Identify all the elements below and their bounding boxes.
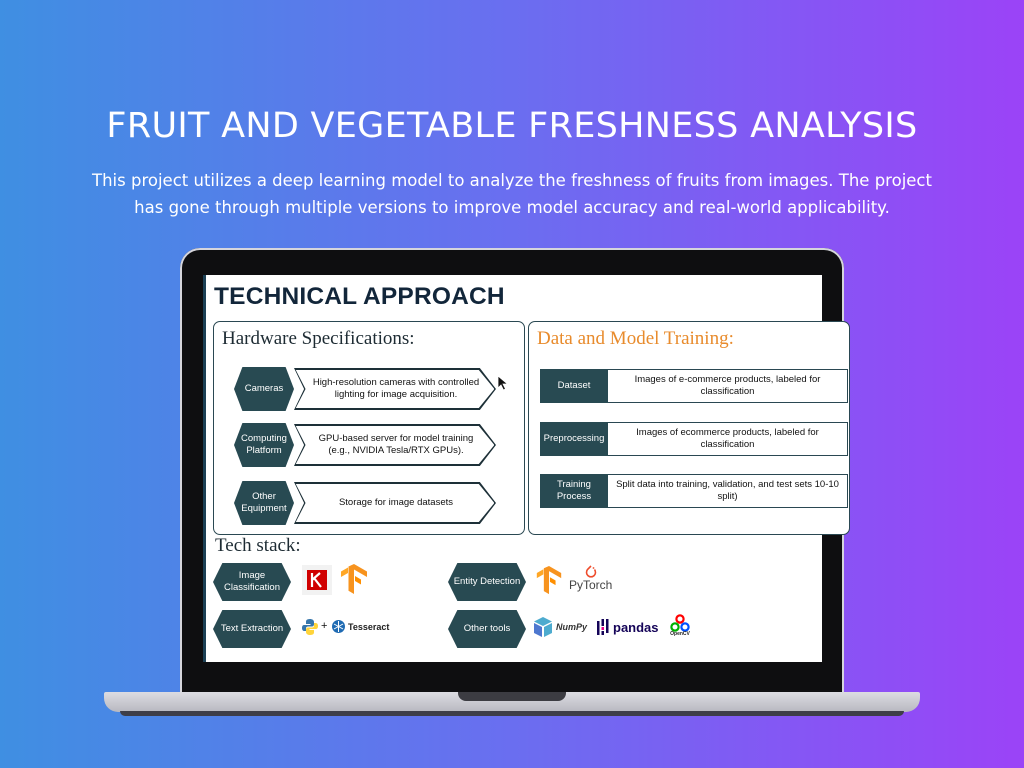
plus-sign: + — [321, 620, 328, 632]
hardware-heading: Hardware Specifications: — [222, 328, 415, 349]
dm-label-training-process: Training Process — [540, 474, 608, 508]
laptop-base — [104, 692, 920, 712]
dm-value-training-process: Split data into training, validation, an… — [608, 474, 848, 508]
numpy-label: NumPy — [556, 622, 588, 632]
dm-label-dataset: Dataset — [540, 369, 608, 403]
pytorch-label: PyTorch — [569, 578, 613, 592]
data-model-box: Data and Model Training: Dataset Images … — [528, 321, 850, 535]
hw-value-text: GPU-based server for model training (e.g… — [318, 432, 474, 456]
hw-label-cameras: Cameras — [234, 367, 294, 411]
hw-label-computing-platform: Computing Platform — [234, 423, 294, 467]
hw-label-other-equipment: Other Equipment — [234, 481, 294, 525]
hw-value-text: High-resolution cameras with controlled … — [312, 376, 480, 400]
hw-value-computing-platform: GPU-based server for model training (e.g… — [294, 424, 496, 466]
hw-value-other-equipment: Storage for image datasets — [294, 482, 496, 524]
dm-label-preprocessing: Preprocessing — [540, 422, 608, 456]
tesseract-label: Tesseract — [348, 621, 390, 632]
tech-label-text-extraction: Text Extraction — [213, 610, 291, 648]
slide-title: TECHNICAL APPROACH — [214, 283, 505, 310]
laptop-screen: TECHNICAL APPROACH Hardware Specificatio… — [203, 275, 850, 662]
page-title: FRUIT AND VEGETABLE FRESHNESS ANALYSIS — [106, 106, 918, 146]
tesseract-logo-icon: Tesseract — [331, 619, 389, 634]
screen-left-edge — [203, 275, 206, 662]
data-model-heading: Data and Model Training: — [537, 328, 734, 349]
keras-logo-icon — [301, 564, 333, 596]
mouse-cursor-icon — [497, 375, 509, 396]
pytorch-logo-icon: PyTorch — [569, 565, 612, 592]
opencv-label: OpenCV — [670, 631, 690, 637]
hw-value-cameras: High-resolution cameras with controlled … — [294, 368, 496, 410]
pandas-label: pandas — [613, 619, 659, 635]
pandas-logo-icon: pandas — [596, 618, 659, 636]
tech-label-other-tools: Other tools — [448, 610, 526, 648]
hw-value-text: Storage for image datasets — [338, 496, 454, 508]
hardware-specs-box: Hardware Specifications: Cameras High-re… — [213, 321, 525, 535]
laptop-notch — [458, 692, 566, 701]
tech-label-entity-detection: Entity Detection — [448, 563, 526, 601]
tensorflow-logo-icon-2 — [534, 564, 564, 596]
laptop-foot — [120, 711, 904, 716]
python-logo-icon — [301, 618, 319, 636]
numpy-logo-icon: NumPy — [533, 616, 587, 638]
tensorflow-logo-icon — [338, 562, 370, 596]
tech-label-image-classification: Image Classification — [213, 563, 291, 601]
tech-stack-heading: Tech stack: — [215, 535, 301, 556]
opencv-logo-icon: OpenCV — [670, 614, 690, 637]
page-description: This project utilizes a deep learning mo… — [92, 171, 932, 217]
dm-value-preprocessing: Images of ecommerce products, labeled fo… — [608, 422, 848, 456]
dm-value-dataset: Images of e-commerce products, labeled f… — [608, 369, 848, 403]
